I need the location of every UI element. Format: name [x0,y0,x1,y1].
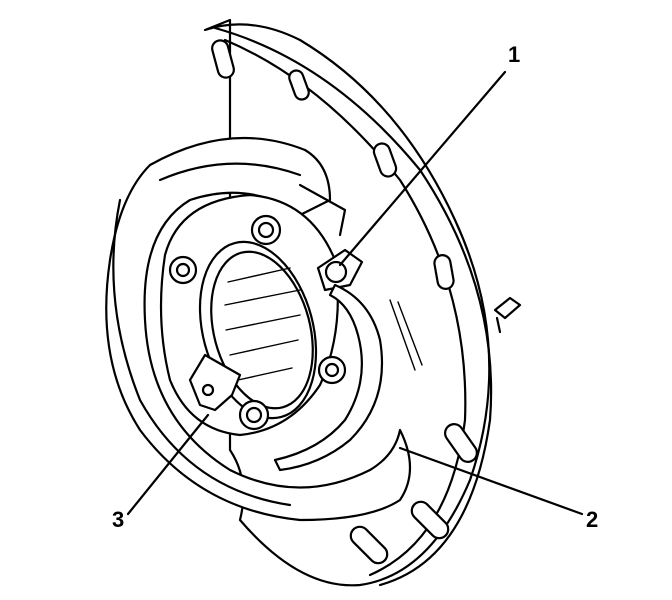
brake-shoe [273,283,423,472]
callout-label-3: 3 [112,507,125,532]
adjuster-assembly [298,183,364,292]
leader-line-3 [126,413,210,516]
hold-down-clip [188,353,242,412]
callout-label-1: 1 [508,42,521,67]
leader-line-1 [338,70,507,267]
leader-line-2 [398,446,584,516]
callout-label-2: 2 [586,507,599,532]
